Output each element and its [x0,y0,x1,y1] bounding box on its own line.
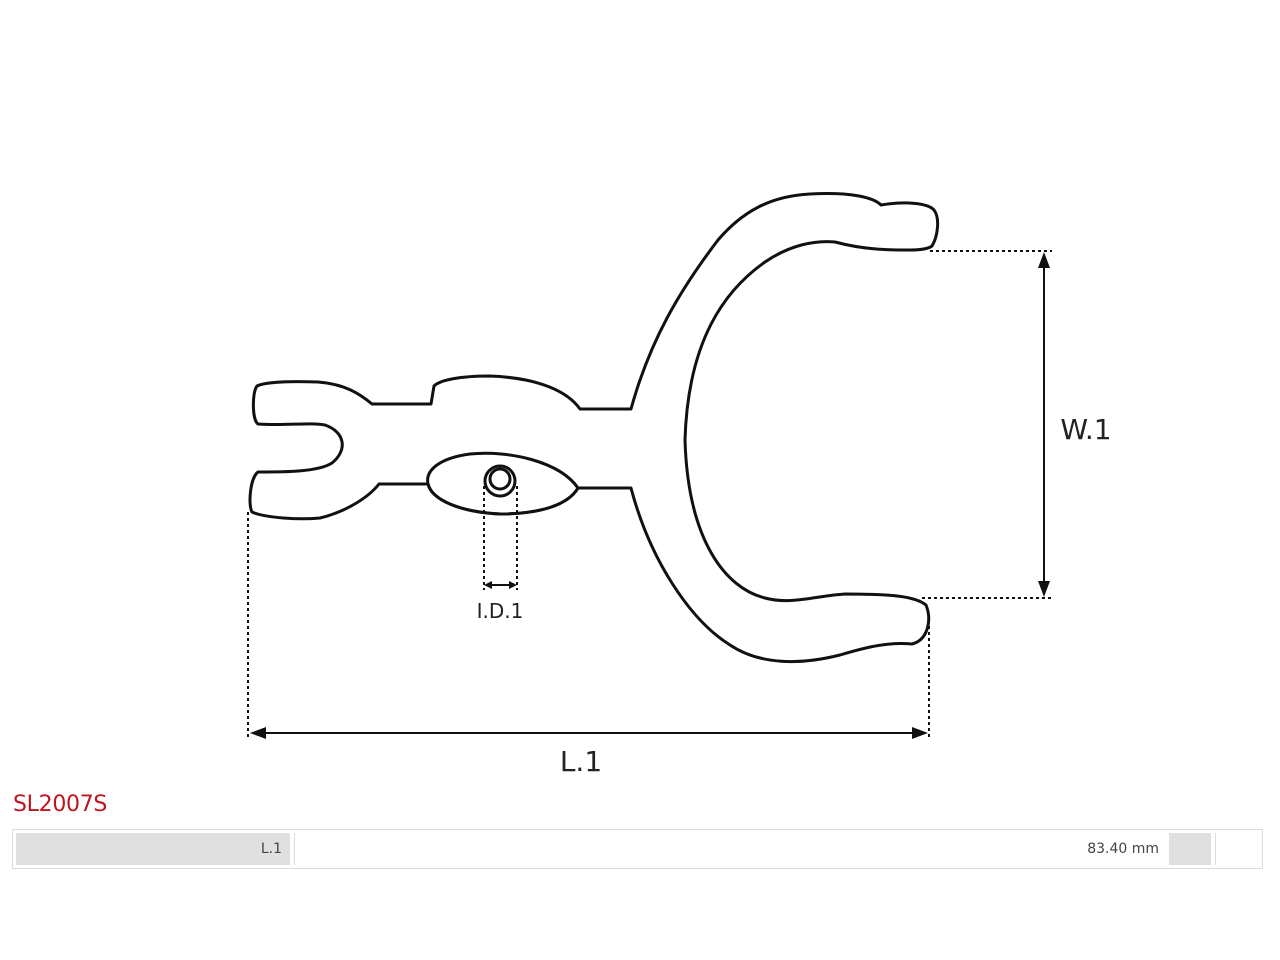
spec-label: L.1 [260,841,282,857]
spec-label-cell: L.1 [16,833,290,865]
pivot-boss-outline [426,451,580,516]
id-arrow-left [484,581,492,589]
w-arrow-bottom [1038,581,1050,597]
spec-extra-cell [1215,833,1259,865]
spec-value: 83.40 mm [1087,841,1159,857]
shift-fork-outline [248,192,940,663]
w-dimension-label: W.1 [1060,413,1111,446]
technical-drawing: I.D.1 W.1 L.1 [247,192,1112,778]
l-arrow-left [250,727,266,739]
w-arrow-top [1038,252,1050,268]
spec-unit-cell [1169,833,1211,865]
spec-table-row: L.1 83.40 mm [12,829,1263,869]
spec-value-cell: 83.40 mm [294,833,1169,865]
l-arrow-right [912,727,928,739]
id-dimension-label: I.D.1 [477,599,524,623]
pin-hole-outer [483,464,517,498]
part-number-title: SL2007S [13,792,108,817]
id-arrow-right [509,581,517,589]
l-dimension-label: L.1 [560,745,602,778]
pin-hole-inner [488,467,512,491]
